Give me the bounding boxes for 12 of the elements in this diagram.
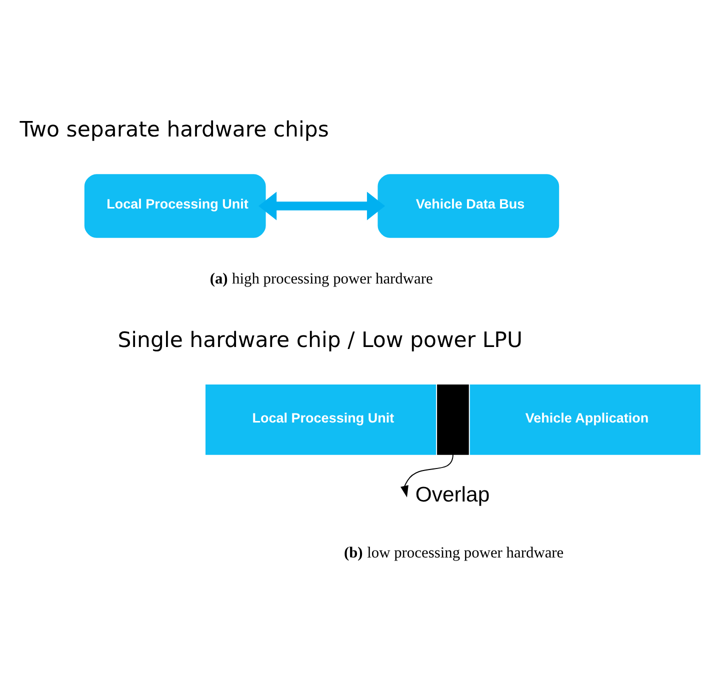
node-box: Vehicle Data Bus [378,174,560,238]
label: (b) low processing power hardware [344,544,564,562]
node-box: Local Processing Unit [206,384,436,455]
arrow [400,454,454,498]
label: Two separate hardware chips [20,118,329,143]
node-box: Vehicle Application [470,384,700,455]
node-text: Overlap [415,483,490,506]
node-box: Local Processing Unit [84,174,266,238]
arrow [258,192,386,220]
node-bar [437,384,469,455]
label: Single hardware chip / Low power LPU [118,328,522,353]
label: (a) high processing power hardware [210,270,433,288]
